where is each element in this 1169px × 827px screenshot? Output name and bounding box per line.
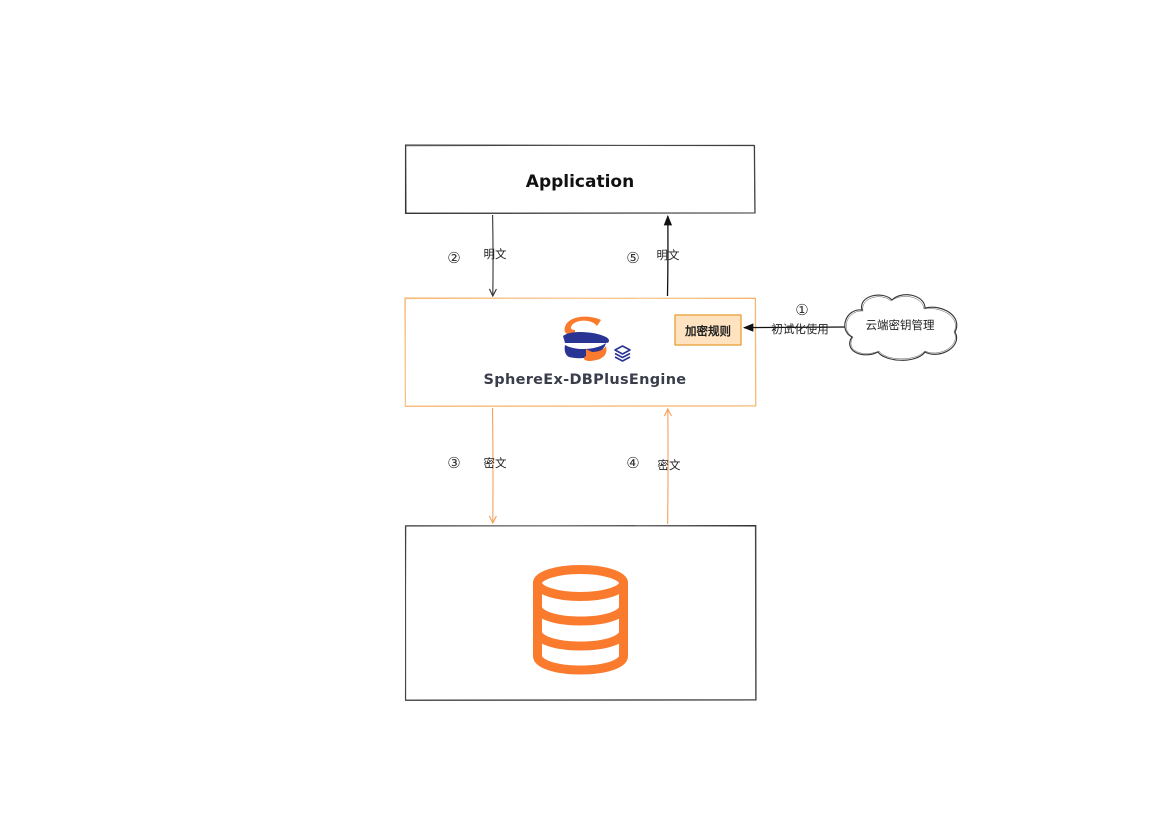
step-two-label: 明文 bbox=[484, 247, 507, 261]
step-three-number: ③ bbox=[447, 454, 460, 472]
engine-box: SphereEx-DBPlusEngine 加密规则 bbox=[404, 297, 757, 407]
step-four-label: 密文 bbox=[658, 458, 681, 472]
engine-title: SphereEx-DBPlusEngine bbox=[484, 372, 687, 388]
flow-engine-to-db: ③ 密文 bbox=[447, 407, 507, 523]
step-one-label: 初试化使用 bbox=[771, 322, 829, 336]
database-box bbox=[404, 525, 757, 701]
flow-db-to-engine: ④ 密文 bbox=[626, 409, 681, 525]
application-title: Application bbox=[526, 172, 634, 192]
cloud-icon: 云端密钥管理 bbox=[844, 294, 958, 361]
step-three-label: 密文 bbox=[484, 456, 507, 470]
flow-cloud-init: ① 初试化使用 bbox=[742, 301, 850, 336]
step-four-number: ④ bbox=[626, 454, 639, 472]
flow-app-to-engine: ② 明文 bbox=[447, 214, 507, 296]
step-two-number: ② bbox=[447, 249, 460, 267]
layers-stack-icon bbox=[614, 345, 631, 362]
step-one-number: ① bbox=[795, 301, 808, 319]
encryption-rule-box: 加密规则 bbox=[674, 314, 742, 346]
step-five-label: 明文 bbox=[657, 248, 680, 262]
step-five-number: ⑤ bbox=[626, 249, 639, 267]
application-box: Application bbox=[404, 144, 756, 214]
flow-engine-to-app: ⑤ 明文 bbox=[626, 214, 680, 297]
database-icon bbox=[533, 565, 628, 675]
sphereex-logo-icon bbox=[563, 316, 609, 361]
cloud-kms-label: 云端密钥管理 bbox=[866, 318, 935, 332]
encryption-rule-label: 加密规则 bbox=[684, 324, 731, 338]
